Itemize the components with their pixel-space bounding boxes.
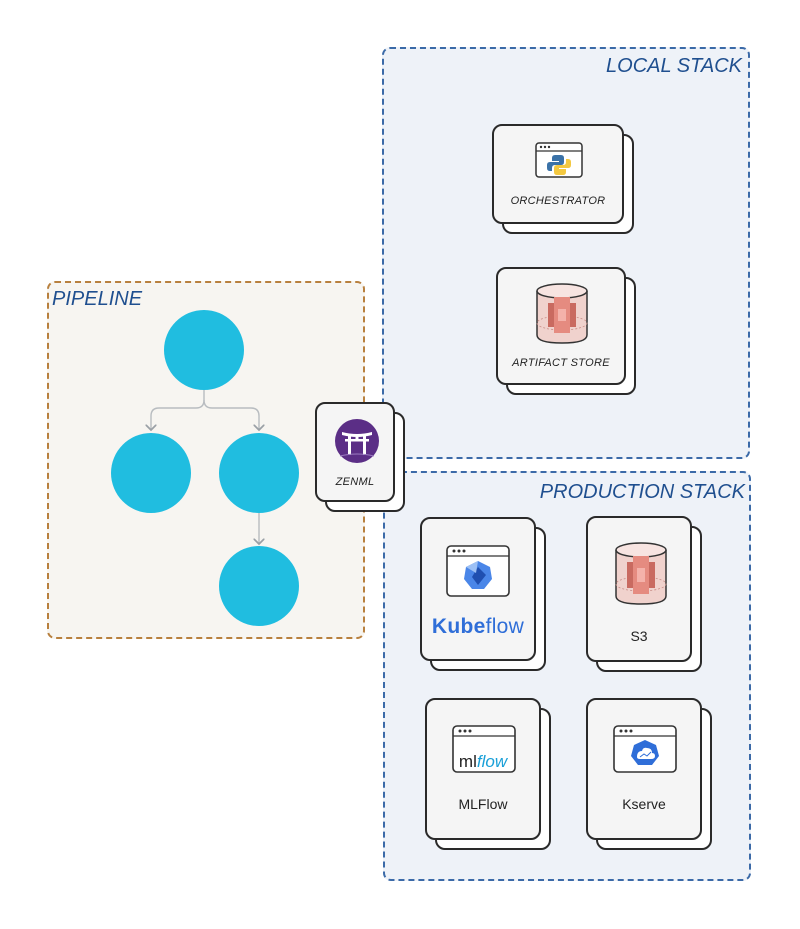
kubeflow-label: Kubeflow [431, 615, 525, 638]
zenml-label: ZENML [335, 476, 375, 488]
orchestrator-card[interactable]: ORCHESTRATOR [492, 124, 636, 236]
kserve-icon [613, 725, 677, 773]
edge-root-to-right [203, 399, 259, 430]
zenml-card[interactable]: ZENML [315, 402, 407, 514]
s3-label: S3 [630, 628, 648, 644]
mlflow-label: MLFlow [458, 796, 508, 812]
orchestrator-label: ORCHESTRATOR [510, 195, 606, 207]
production-stack-title: PRODUCTION STACK [539, 481, 745, 503]
artifact-store-card[interactable]: ARTIFACT STORE [496, 267, 638, 397]
pipeline-step-node-right[interactable] [219, 433, 299, 513]
pipeline-title: PIPELINE [52, 288, 143, 310]
pipeline-step-node-root[interactable] [164, 310, 244, 390]
local-stack-title: LOCAL STACK [606, 55, 742, 77]
s3-card[interactable]: S3 [586, 516, 704, 674]
python-window-icon [535, 142, 583, 178]
pipeline-step-node-bottom[interactable] [219, 546, 299, 626]
edge-root-to-left [151, 390, 205, 430]
artifact-store-label: ARTIFACT STORE [512, 357, 610, 369]
zenml-torii-icon [335, 419, 379, 463]
mlflow-logo-text: mlflow [458, 752, 508, 771]
s3-bucket-icon [615, 542, 667, 605]
pipeline-step-node-left[interactable] [111, 433, 191, 513]
mlflow-icon [452, 725, 516, 773]
kserve-label: Kserve [622, 796, 666, 812]
mlflow-card[interactable]: mlflow MLFlow [425, 698, 553, 852]
kserve-card[interactable]: Kserve [586, 698, 714, 852]
kubeflow-icon [446, 545, 510, 597]
s3-bucket-icon [536, 283, 588, 344]
kubeflow-card[interactable]: Kubeflow [420, 517, 548, 673]
